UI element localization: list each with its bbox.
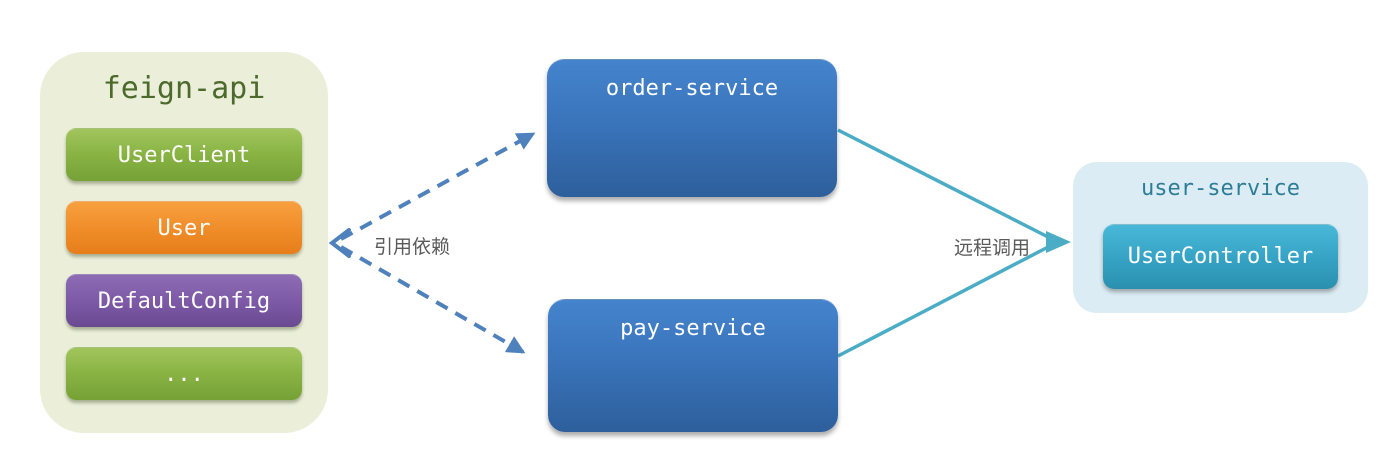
module-defaultconfig: DefaultConfig xyxy=(66,274,302,327)
pay-service-node: pay-service xyxy=(548,299,838,432)
remote-call-edge-order-service xyxy=(837,128,1053,241)
module-ellipsis: ... xyxy=(66,347,302,400)
remote-call-edge-pay-service xyxy=(837,243,1053,358)
dependency-edge-order-service xyxy=(340,132,536,241)
module-userclient: UserClient xyxy=(66,128,302,181)
remote-call-arrowhead-icon xyxy=(1046,231,1071,253)
feign-api-title: feign-api xyxy=(102,71,266,106)
user-service-container: user-service UserController xyxy=(1073,162,1368,313)
user-service-title: user-service xyxy=(1141,176,1300,201)
feign-api-container: feign-api UserClient User DefaultConfig … xyxy=(40,52,328,433)
dependency-arrowhead-icon xyxy=(328,228,351,258)
remote-call-edge-label: 远程调用 xyxy=(954,237,1031,259)
usercontroller-node: UserController xyxy=(1103,224,1338,289)
dependency-edge-label: 引用依赖 xyxy=(374,236,451,258)
dependency-edge-pay-service xyxy=(340,245,526,354)
module-user: User xyxy=(66,201,302,254)
order-service-node: order-service xyxy=(547,59,837,197)
